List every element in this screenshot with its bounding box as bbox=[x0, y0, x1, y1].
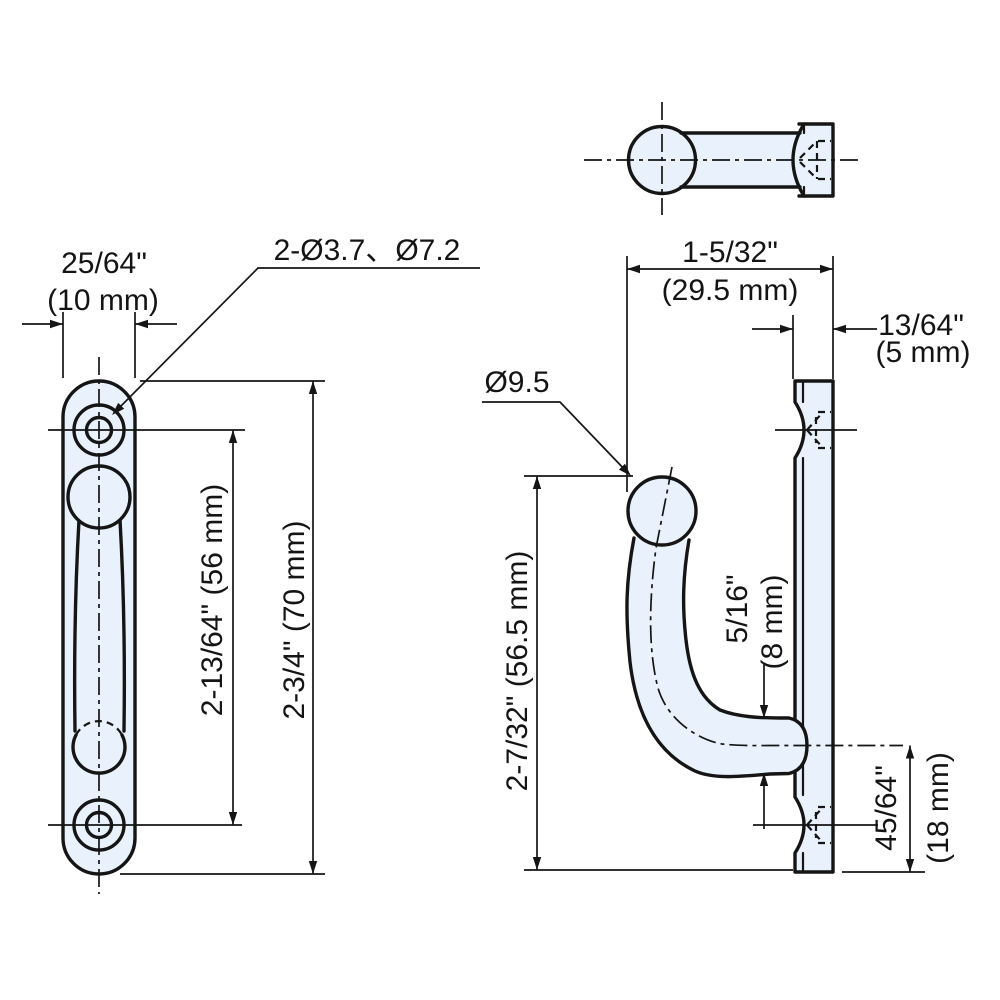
front-neck-right-edge bbox=[118, 518, 127, 733]
dim-center-to-bottom-mm: (18 mm) bbox=[922, 752, 955, 864]
dim-plate-width-inch: 25/64" bbox=[61, 247, 147, 280]
arrowhead bbox=[780, 324, 793, 334]
side-view bbox=[625, 379, 903, 874]
plate-width-extension-lines bbox=[62, 312, 136, 378]
hole-pitch-extension-lines bbox=[48, 429, 245, 826]
dim-overall-height: 2-3/4" (70 mm) bbox=[278, 520, 311, 719]
arrowhead bbox=[308, 861, 318, 874]
projection-extension-lines bbox=[626, 256, 834, 492]
arrowhead bbox=[905, 859, 915, 872]
hook-height-extension-lines bbox=[524, 475, 793, 871]
arrowhead bbox=[50, 319, 63, 329]
front-view bbox=[61, 357, 137, 894]
overall-height-extension-lines bbox=[120, 380, 325, 875]
side-hook-centerline bbox=[649, 466, 903, 747]
hole-callout-leader bbox=[113, 267, 480, 414]
dim-shaft-diameter-mm: (8 mm) bbox=[756, 575, 789, 670]
side-ball-outline bbox=[626, 475, 698, 547]
dim-hole-pitch: 2-13/64" (56 mm) bbox=[196, 484, 229, 716]
top-view-shaft-outline bbox=[679, 131, 802, 189]
arrowhead bbox=[532, 857, 542, 870]
dim-projection-inch: 1-5/32" bbox=[682, 236, 778, 269]
arrowhead bbox=[618, 463, 631, 476]
dim-plate-width-mm: (10 mm) bbox=[47, 284, 159, 317]
ball-diameter-leader bbox=[482, 401, 628, 473]
dim-shaft-diameter-inch: 5/16" bbox=[721, 574, 754, 643]
arrowhead bbox=[135, 319, 148, 329]
arrowhead bbox=[759, 773, 769, 786]
side-hook-fill bbox=[626, 538, 807, 777]
dim-ball-diameter: Ø9.5 bbox=[484, 366, 549, 399]
arrowhead bbox=[228, 430, 238, 443]
arrowhead bbox=[112, 402, 125, 415]
side-plate-fill bbox=[795, 381, 833, 872]
top-view bbox=[584, 102, 859, 215]
arrowhead bbox=[833, 324, 846, 334]
dim-center-to-bottom-inch: 45/64" bbox=[870, 765, 903, 851]
dim-projection-mm: (29.5 mm) bbox=[662, 274, 799, 307]
arrowhead bbox=[905, 745, 915, 759]
dim-thickness-mm: (5 mm) bbox=[876, 336, 971, 369]
arrowhead bbox=[308, 381, 318, 394]
arrowhead bbox=[820, 264, 833, 274]
dim-hole-callout: 2-Ø3.7、Ø7.2 bbox=[274, 234, 461, 267]
arrowhead bbox=[759, 705, 769, 718]
side-plate-outline bbox=[793, 379, 835, 874]
arrowhead bbox=[532, 476, 542, 489]
side-hook-outline bbox=[625, 536, 809, 779]
arrowhead bbox=[228, 812, 238, 825]
side-ball-fill bbox=[628, 477, 696, 545]
dimensions: 25/64" (10 mm) 2-Ø3.7、Ø7.2 2-13/64" (56 … bbox=[22, 234, 971, 875]
arrowhead bbox=[627, 264, 640, 274]
front-neck-left-edge bbox=[72, 518, 81, 733]
dim-thickness-inch: 13/64" bbox=[878, 309, 964, 342]
dim-hook-height: 2-7/32" (56.5 mm) bbox=[501, 551, 534, 792]
